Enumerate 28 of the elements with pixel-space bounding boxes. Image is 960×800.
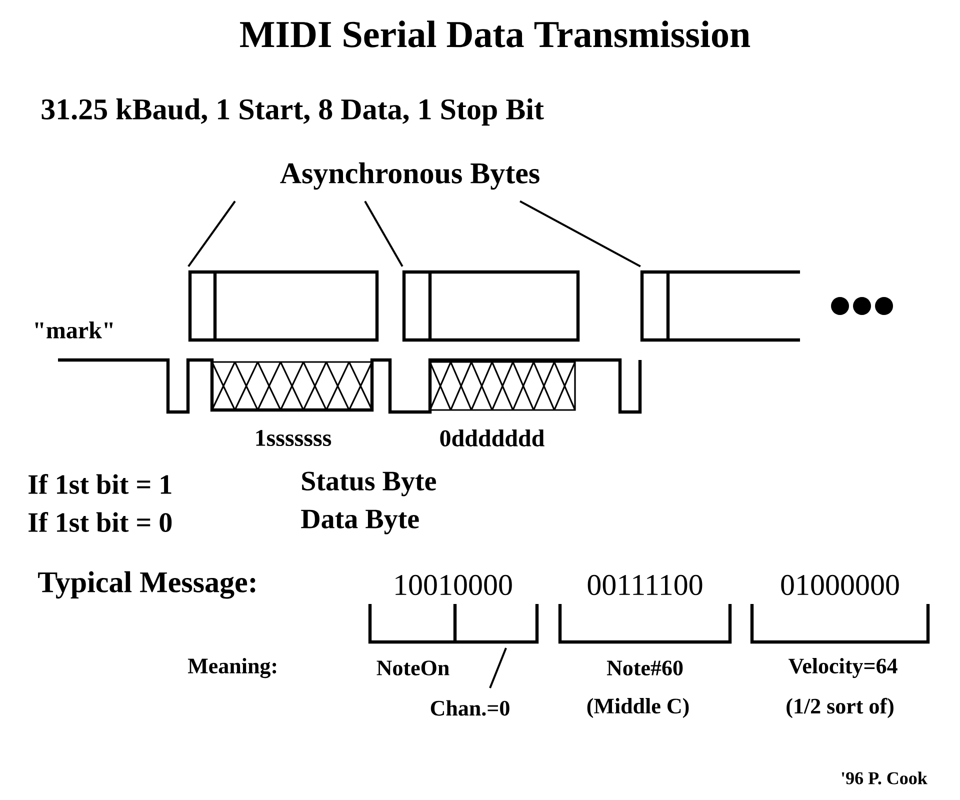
rule-text: Data Byte [301, 510, 419, 534]
meaning-text: (1/2 sort of) [786, 698, 894, 718]
meaning-text: Velocity=64 [788, 658, 898, 678]
byte-value: 10010000 [396, 574, 512, 596]
byte-frame [402, 270, 580, 342]
meaning-text: NoteOn [376, 660, 450, 676]
signature: '96 P. Cook [842, 772, 928, 784]
meaning-text: Note#60 [606, 660, 683, 676]
byte-frame [188, 270, 379, 342]
row-label: Typical Message: [38, 571, 256, 599]
bit-pattern: 0ddddddd [440, 430, 544, 446]
leader-line [188, 200, 236, 267]
leader-line [520, 200, 641, 268]
subtitle: 31.25 kBaud, 1 Start, 8 Data, 1 Stop Bit [42, 98, 544, 126]
rule-text: If 1st bit = 1 [28, 474, 172, 494]
rule-text: Status Byte [302, 472, 436, 496]
title: MIDI Serial Data Transmission [240, 20, 750, 48]
meaning-text: (Middle C) [587, 698, 689, 718]
byte-value: 00111100 [588, 574, 702, 596]
rule-text: If 1st bit = 0 [28, 512, 172, 532]
byte-value: 01000000 [781, 574, 899, 596]
heading-label: Asynchronous Bytes [280, 162, 540, 190]
leader-line [364, 200, 404, 267]
byte-frame [640, 270, 800, 342]
row-label: Meaning: [188, 658, 276, 678]
signal-label: "mark" [35, 322, 113, 338]
meaning-text: Chan.=0 [430, 700, 510, 716]
bit-pattern: 1sssssss [256, 430, 332, 446]
